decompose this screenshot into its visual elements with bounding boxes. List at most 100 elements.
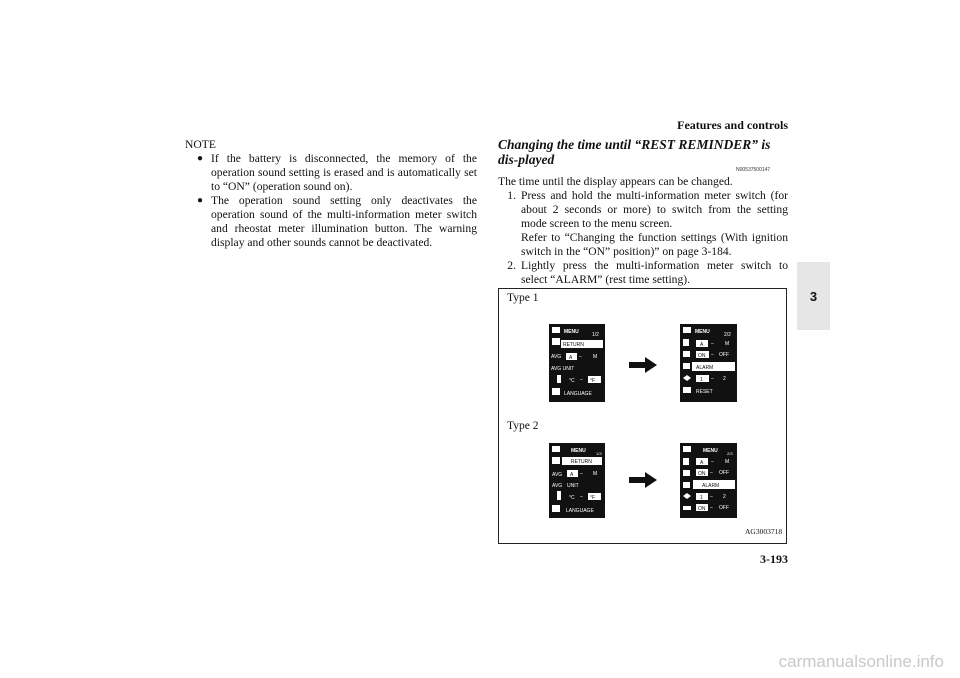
note-bullet-text: The operation sound setting only deactiv… <box>211 194 477 249</box>
svg-text:M: M <box>725 459 729 465</box>
reset-icon <box>683 387 691 393</box>
section-title: Changing the time until “REST REMINDER” … <box>498 137 788 167</box>
svg-text:AVG: AVG <box>552 472 562 478</box>
menu-icon <box>683 446 691 452</box>
type1-screen-menu-1: MENU 1/2 RETURN AVG A – M AVG UNIT °C – … <box>549 324 605 402</box>
svg-text:2/2: 2/2 <box>724 332 731 338</box>
type2-label: Type 2 <box>507 420 539 432</box>
svg-text:1: 1 <box>700 377 703 383</box>
svg-text:AVG: AVG <box>551 354 561 360</box>
section-code: N00537500147 <box>736 167 771 173</box>
section-title-text: Changing the time until “REST REMINDER” … <box>498 137 771 167</box>
svg-text:–: – <box>710 494 713 500</box>
step-text: Press and hold the multi-information met… <box>521 189 788 230</box>
left-right-arrow-icon <box>683 375 687 381</box>
coffee-cup-icon <box>683 482 690 488</box>
note-heading: NOTE <box>185 138 216 151</box>
svg-text:MENU: MENU <box>695 329 710 335</box>
svg-text:RESET: RESET <box>696 389 713 395</box>
type2-screen-menu-2: MENU 2/3 A – M ON – OFF ALARM 1 – 2 ON – <box>680 443 737 518</box>
chapter-tab: 3 <box>797 262 830 330</box>
svg-text:OFF: OFF <box>719 470 729 476</box>
section-body: The time until the display appears can b… <box>498 175 788 287</box>
svg-text:M: M <box>725 341 729 347</box>
watermark: carmanualsonline.info <box>778 652 944 671</box>
trip-icon <box>683 339 689 346</box>
section-intro: The time until the display appears can b… <box>498 175 733 188</box>
running-header: Features and controls <box>677 118 788 132</box>
svg-text:ALARM: ALARM <box>702 483 719 489</box>
svg-text:MENU: MENU <box>571 448 586 454</box>
speaker-icon <box>683 470 690 476</box>
svg-text:OFF: OFF <box>719 352 729 358</box>
svg-text:AVG: AVG <box>552 483 562 489</box>
svg-text:ALARM: ALARM <box>696 365 713 371</box>
right-arrow-icon <box>629 357 657 373</box>
language-icon <box>552 388 560 395</box>
screen-row: RETURN <box>563 342 584 348</box>
screen-title: MENU <box>564 329 579 335</box>
menu-icon <box>552 446 560 452</box>
svg-text:UNIT: UNIT <box>567 483 579 489</box>
bullet-dot-icon: ● <box>197 153 204 164</box>
note-bullet-list: ● If the battery is disconnected, the me… <box>197 152 477 250</box>
svg-text:MENU: MENU <box>703 448 718 454</box>
svg-text:OFF: OFF <box>719 505 729 511</box>
thermometer-icon <box>557 491 561 500</box>
trip-icon <box>683 458 689 465</box>
step: 1. Press and hold the multi-information … <box>498 189 788 231</box>
left-right-arrow-icon <box>683 493 687 499</box>
svg-text:1/3: 1/3 <box>596 451 602 456</box>
svg-text:2/3: 2/3 <box>727 451 733 456</box>
thermometer-icon <box>557 375 561 383</box>
svg-text:1: 1 <box>700 495 703 501</box>
menu-icon <box>683 327 691 333</box>
screen-page: 1/2 <box>592 332 599 338</box>
speaker-icon <box>683 351 690 357</box>
note-bullet-text: If the battery is disconnected, the memo… <box>211 152 477 193</box>
step-text: Lightly press the multi-information mete… <box>521 259 788 286</box>
type1-screen-menu-2: MENU 2/2 A – M ON – OFF ALARM 1 – 2 RESE… <box>680 324 737 402</box>
menu-icon <box>552 327 560 333</box>
svg-text:°F: °F <box>590 495 595 501</box>
svg-text:2: 2 <box>723 376 726 382</box>
svg-text:A: A <box>570 472 574 478</box>
svg-text:A: A <box>569 355 573 361</box>
language-icon <box>552 505 560 512</box>
svg-text:–: – <box>710 505 713 511</box>
svg-text:A: A <box>700 342 704 348</box>
svg-text:–: – <box>710 470 713 476</box>
figure-box: Type 1 Type 2 MENU 1/2 RETURN AVG A – M … <box>498 288 787 544</box>
note-bullet: ● If the battery is disconnected, the me… <box>197 152 477 194</box>
svg-text:LANGUAGE: LANGUAGE <box>564 391 592 397</box>
figure-illustration: MENU 1/2 RETURN AVG A – M AVG UNIT °C – … <box>549 324 737 518</box>
svg-text:AVG UNIT: AVG UNIT <box>551 366 574 372</box>
wiper-icon <box>683 506 691 510</box>
type1-label: Type 1 <box>507 292 539 304</box>
coffee-cup-icon <box>683 363 690 369</box>
svg-text:ON: ON <box>698 353 706 359</box>
page-number: 3-193 <box>760 552 788 566</box>
svg-text:ON: ON <box>698 471 706 477</box>
step-number: 2. <box>507 259 516 272</box>
return-arrow-icon <box>552 457 560 464</box>
svg-text:ON: ON <box>698 506 706 512</box>
figure-id: AG3003718 <box>745 527 783 536</box>
svg-text:–: – <box>580 494 583 500</box>
bullet-dot-icon: ● <box>197 195 204 206</box>
svg-text:M: M <box>593 471 597 477</box>
step: Refer to “Changing the function settings… <box>498 231 788 259</box>
step: 2. Lightly press the multi-information m… <box>498 259 788 287</box>
svg-text:M: M <box>593 354 597 360</box>
svg-text:–: – <box>580 471 583 477</box>
svg-text:RETURN: RETURN <box>571 459 592 465</box>
svg-text:A: A <box>700 460 704 466</box>
svg-text:LANGUAGE: LANGUAGE <box>566 508 594 514</box>
right-arrow-icon <box>629 472 657 488</box>
note-bullet: ● The operation sound setting only deact… <box>197 194 477 250</box>
step-number <box>498 231 521 259</box>
step-number: 1. <box>507 189 516 202</box>
svg-text:°C: °C <box>569 378 575 384</box>
svg-text:–: – <box>711 459 714 465</box>
svg-text:–: – <box>580 377 583 383</box>
